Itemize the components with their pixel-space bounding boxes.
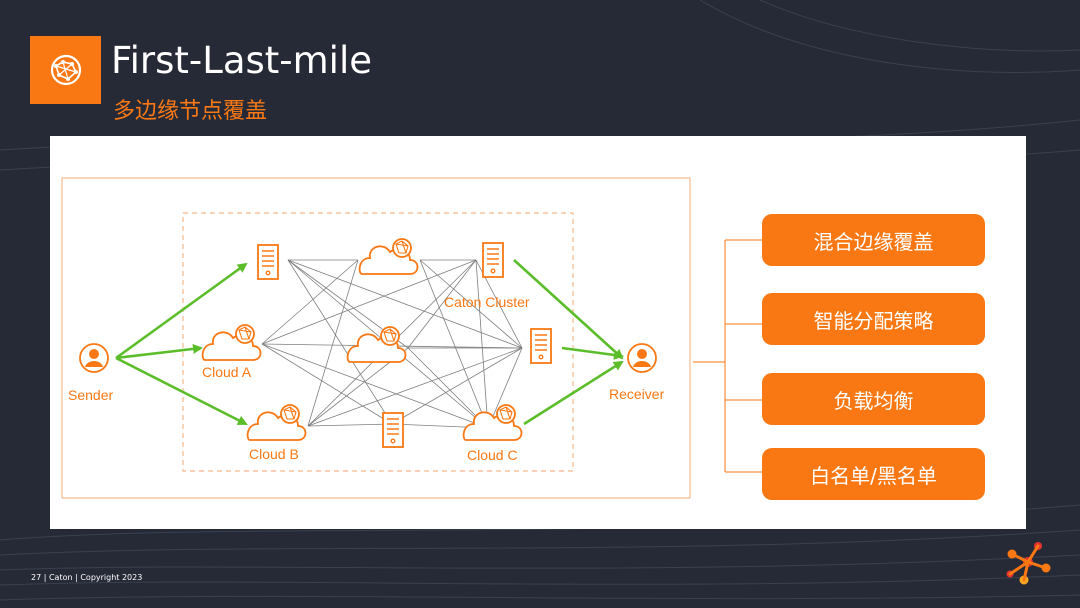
brand-logo-icon xyxy=(1006,542,1051,585)
server-icon xyxy=(530,328,552,364)
slide-subtitle: 多边缘节点覆盖 xyxy=(113,99,268,124)
sender-label: Sender xyxy=(68,387,114,403)
cloud-a-icon xyxy=(201,324,262,361)
slide-title: First-Last-mile xyxy=(111,39,373,82)
globe-network-icon xyxy=(50,54,81,86)
feature-hybrid-edge[interactable]: 混合边缘覆盖 xyxy=(762,214,985,266)
cloud-b-icon xyxy=(246,404,307,441)
cluster-label: Caton Cluster xyxy=(444,294,530,310)
feature-connector xyxy=(693,239,762,473)
footer-text: 27 | Caton | Copyright 2023 xyxy=(31,573,143,582)
cloud-c-label: Cloud C xyxy=(467,447,518,463)
feature-allow-block-list[interactable]: 白名单/黑名单 xyxy=(762,448,985,500)
cloud-icon xyxy=(346,326,407,363)
server-icon xyxy=(482,242,504,278)
flow-arrows xyxy=(115,259,624,426)
feature-load-balancing[interactable]: 负载均衡 xyxy=(762,373,985,425)
receiver-label: Receiver xyxy=(609,386,665,402)
sender-user-icon xyxy=(79,343,109,373)
receiver-user-icon xyxy=(627,343,657,373)
network-diagram xyxy=(61,177,762,499)
feature-smart-allocation[interactable]: 智能分配策略 xyxy=(762,293,985,345)
diagram-panel: Sender Receiver Cloud A Cloud B Cloud C … xyxy=(50,136,1026,529)
server-icon xyxy=(257,244,279,280)
cloud-a-label: Cloud A xyxy=(202,364,252,380)
cloud-icon xyxy=(358,238,419,275)
logo-box xyxy=(30,36,101,104)
cloud-b-label: Cloud B xyxy=(249,446,299,462)
server-icon xyxy=(382,412,404,448)
outer-frame xyxy=(61,177,691,499)
